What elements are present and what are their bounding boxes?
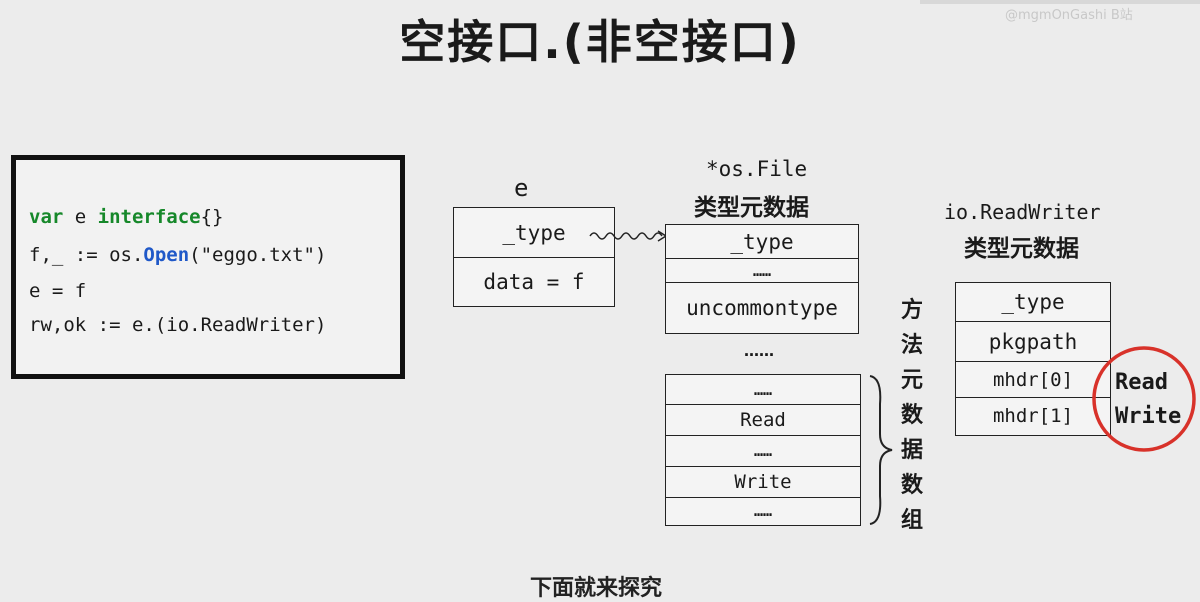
circled-read: Read (1115, 370, 1168, 395)
code-text: {} (200, 206, 224, 228)
readwriter-meta-label: 类型元数据 (964, 236, 1079, 262)
label-char: 数 (900, 473, 923, 498)
osfile-type-field: _type (666, 225, 858, 259)
page-title: 空接口.(非空接口) (399, 15, 801, 69)
top-strip (920, 0, 1200, 4)
rw-mhdr1-field: mhdr[1] (992, 405, 1074, 427)
rw-pkgpath-field: pkgpath (956, 322, 1110, 362)
label-char: 法 (900, 333, 923, 358)
curly-brace (869, 375, 893, 525)
label-char: 方 (900, 298, 923, 323)
osfile-uncommontype-field: uncommontype (686, 296, 838, 320)
code-line-2: f,_ := os.Open("eggo.txt") (29, 244, 326, 266)
label-char: 数 (900, 403, 923, 428)
code-line-3: e = f (29, 280, 87, 302)
e-data-field: data = f (483, 270, 585, 294)
osfile-gap-ellipsis: …… (744, 342, 774, 360)
code-line-4: rw,ok := e.(io.ReadWriter) (29, 314, 327, 336)
code-text: ("eggo.txt") (189, 244, 327, 266)
readwriter-meta-box: _type pkgpath mhdr[0] mhdr[1] (955, 282, 1111, 436)
rw-type-field: _type (956, 283, 1110, 322)
method-ellipsis: …… (666, 375, 860, 405)
method-array-label: 方 法 元 数 据 数 组 (897, 293, 927, 538)
circled-methods: Read Write (1115, 366, 1181, 434)
label-char: 组 (900, 508, 923, 533)
function-open: Open (143, 244, 190, 266)
osfile-meta-box: _type …… uncommontype (665, 224, 859, 334)
method-write: Write (666, 467, 860, 498)
code-line-1: var e interface{} (29, 206, 224, 228)
label-char: 据 (900, 438, 923, 463)
osfile-type-label: *os.File (706, 157, 808, 181)
e-label: e (514, 174, 529, 202)
method-read: Read (666, 405, 860, 436)
code-box: var e interface{} f,_ := os.Open("eggo.t… (11, 155, 405, 379)
readwriter-type-label: io.ReadWriter (944, 200, 1101, 224)
method-ellipsis: …… (666, 436, 860, 467)
osfile-meta-label: 类型元数据 (694, 195, 809, 221)
e-struct-box: _type data = f (453, 207, 615, 307)
code-text: e (63, 206, 98, 228)
rw-mhdr0-field: mhdr[0] (956, 362, 1110, 398)
osfile-ellipsis-field: …… (666, 259, 858, 283)
label-char: 元 (900, 368, 923, 393)
code-text: f,_ := os. (29, 244, 144, 266)
keyword-interface: interface (97, 206, 201, 228)
e-type-field: _type (454, 208, 614, 258)
watermark: @mgmOnGashi B站 (1005, 8, 1133, 23)
method-array-box: …… Read …… Write …… (665, 374, 861, 526)
keyword-var: var (29, 206, 64, 228)
method-ellipsis: …… (753, 502, 773, 520)
red-circle (1092, 346, 1196, 452)
bottom-caption: 下面就来探究 (530, 576, 663, 601)
wavy-arrow (589, 230, 668, 242)
circled-write: Write (1115, 404, 1182, 429)
